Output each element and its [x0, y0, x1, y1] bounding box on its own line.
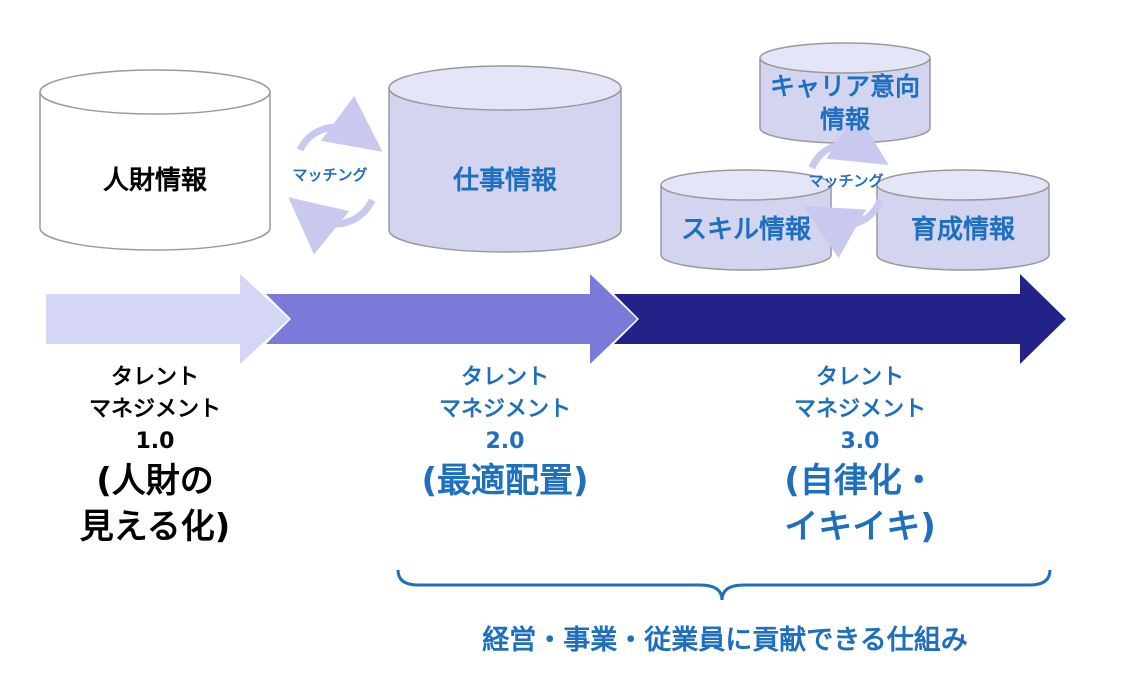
stage-1-sub1: (人財の — [96, 461, 214, 501]
chevron-arrow-icon — [46, 274, 289, 364]
matching-label-left: マッチング — [292, 166, 368, 184]
stage-3-line2: マネジメント — [793, 397, 926, 422]
skill-info-label: スキル情報 — [680, 215, 811, 245]
stage-2: タレント マネジメント 2.0 (最適配置) — [390, 362, 620, 504]
training-info-label: 育成情報 — [910, 215, 1015, 245]
stage-3-sub1: (自律化・ — [784, 461, 936, 501]
cylinder-job-info-icon — [388, 65, 622, 253]
stage-1-version: 1.0 — [135, 429, 175, 454]
cycle-arrows-icon — [288, 95, 383, 255]
footer-caption: 経営・事業・従業員に貢献できる仕組み — [482, 625, 968, 656]
stage-3-sub2: イキイキ) — [784, 507, 936, 547]
timeline-arrows — [46, 274, 1066, 364]
stage-1-line1: タレント — [110, 365, 199, 390]
cylinder-talent-info-icon — [39, 69, 271, 251]
chevron-arrow-icon — [266, 274, 637, 364]
cycle-arrows-icon — [803, 111, 889, 259]
job-info-label: 仕事情報 — [452, 166, 557, 196]
stage-1: タレント マネジメント 1.0 (人財の 見える化) — [40, 362, 270, 550]
stage-2-version: 2.0 — [485, 429, 525, 454]
cylinder-training-info-icon — [876, 169, 1050, 271]
stage-3: タレント マネジメント 3.0 (自律化・ イキイキ) — [745, 362, 975, 550]
stage-3-version: 3.0 — [840, 429, 880, 454]
stage-3-line1: タレント — [815, 365, 904, 390]
stage-2-sub1: (最適配置) — [421, 461, 589, 501]
stage-1-line2: マネジメント — [88, 397, 221, 422]
career-info-label: キャリア意向 情報 — [765, 70, 925, 136]
chevron-arrow-icon — [614, 274, 1066, 364]
curly-brace-icon — [396, 569, 1052, 601]
talent-info-label: 人財情報 — [102, 166, 207, 196]
stage-2-line1: タレント — [460, 365, 549, 390]
matching-label-right: マッチング — [808, 172, 884, 190]
career-info-line1: キャリア意向 — [769, 72, 920, 101]
career-info-line2: 情報 — [819, 105, 870, 134]
stage-2-line2: マネジメント — [438, 397, 571, 422]
stage-1-sub2: 見える化) — [79, 507, 231, 547]
cylinder-skill-info-icon — [660, 169, 832, 271]
